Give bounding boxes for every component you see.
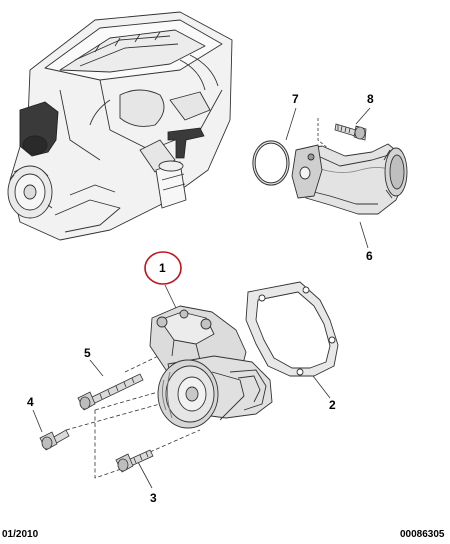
leader-7 [285,107,297,141]
bolt-axis-line [317,118,331,151]
callout-3: 3 [150,491,157,505]
footer-reference: 00086305 [400,529,445,540]
leader-5 [89,359,104,377]
callout-5: 5 [84,346,91,360]
callout-8: 8 [367,92,374,106]
water-pump-illustration [149,305,273,429]
hose-location-highlight [167,127,205,159]
callout-2: 2 [329,398,336,412]
callout-7: 7 [292,92,299,106]
pump-location-highlight [19,101,59,157]
leader-6 [359,221,369,249]
footer-date: 01/2010 [2,529,39,540]
bolt-illustration-3 [115,449,154,473]
coolant-outlet-illustration [291,143,408,215]
callout-1: 1 [159,261,166,275]
bolt-illustration-5 [77,373,144,411]
bolt-illustration-4 [39,429,70,451]
engine-block-illustration [7,11,233,241]
bolt-illustration [334,123,367,141]
highlight-circle [144,251,182,285]
callout-4: 4 [27,395,34,409]
o-ring-illustration [252,140,290,186]
leader-1 [164,284,177,309]
leader-3 [137,461,153,489]
leader-4 [32,409,43,433]
leader-8 [355,107,371,125]
gasket-illustration [245,281,339,377]
callout-6: 6 [366,249,373,263]
